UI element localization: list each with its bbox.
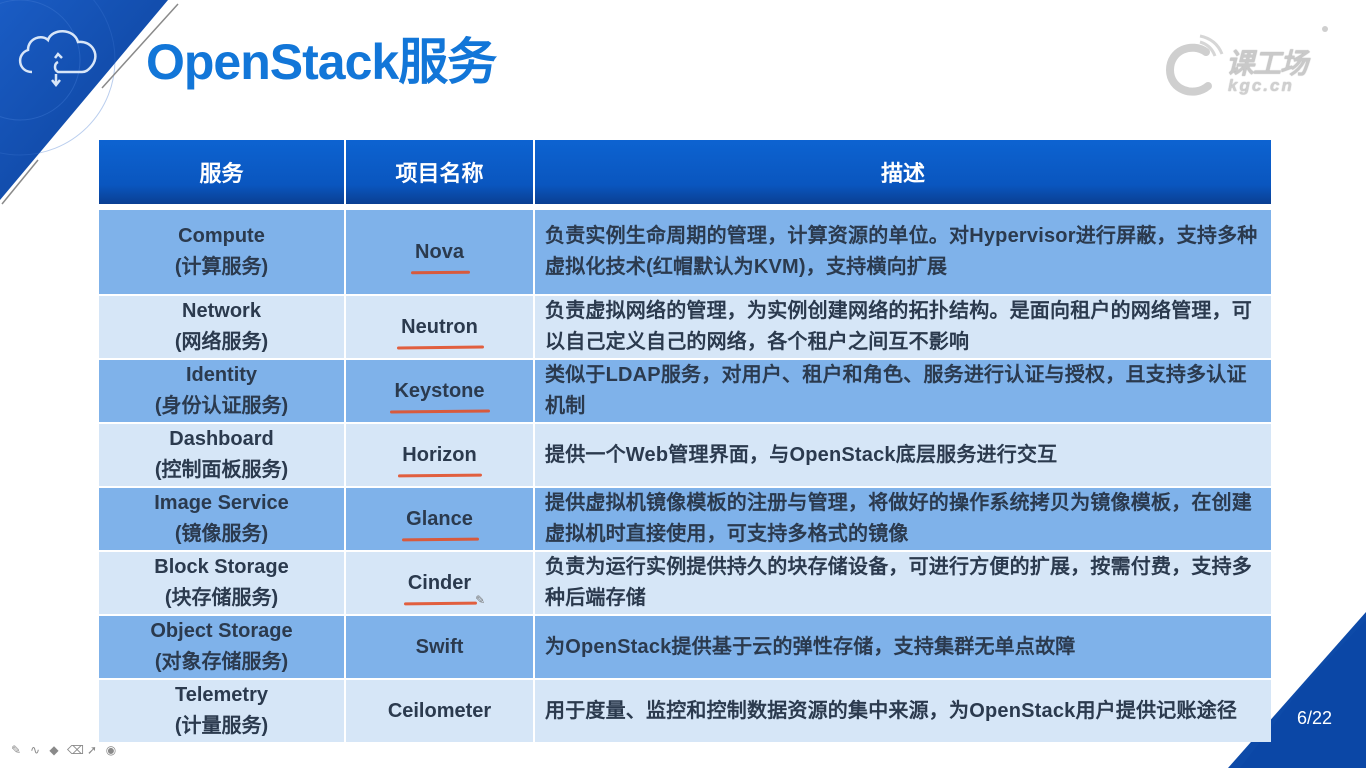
description-cell: 提供虚拟机镜像模板的注册与管理，将做好的操作系统拷贝为镜像模板，在创建虚拟机时直… — [535, 488, 1271, 550]
service-cell: Compute(计算服务) — [99, 210, 344, 294]
description-cell: 负责虚拟网络的管理，为实例创建网络的拓扑结构。是面向租户的网络管理，可以自己定义… — [535, 296, 1271, 358]
curve-icon[interactable]: ∿ — [29, 743, 41, 757]
eraser-icon[interactable]: ⌫ — [67, 743, 84, 757]
services-table: 服务 项目名称 描述 Compute(计算服务) Nova 负责实例生命周期的管… — [97, 138, 1273, 744]
annotation-underline — [411, 270, 470, 274]
record-icon[interactable]: ◉ — [105, 743, 117, 757]
service-cell: Dashboard(控制面板服务) — [99, 424, 344, 486]
service-cell: Telemetry(计量服务) — [99, 680, 344, 742]
project-cell: Keystone — [346, 360, 533, 422]
service-cell: Identity(身份认证服务) — [99, 360, 344, 422]
annotation-underline — [397, 345, 484, 349]
project-cell: Horizon — [346, 424, 533, 486]
service-cell: Network(网络服务) — [99, 296, 344, 358]
project-cell: Neutron — [346, 296, 533, 358]
annotation-underline — [403, 601, 478, 605]
table-row: Block Storage(块存储服务) Cinder✎ 负责为运行实例提供持久… — [99, 552, 1271, 614]
annotation-toolbar: ✎ ∿ ◆ ⌫ ➚ ◉ — [10, 744, 117, 756]
kgc-logo: 课工场 kgc.cn — [1162, 24, 1332, 104]
description-cell: 负责为运行实例提供持久的块存储设备，可进行方便的扩展，按需付费，支持多种后端存储 — [535, 552, 1271, 614]
table-row: Network(网络服务) Neutron 负责虚拟网络的管理，为实例创建网络的… — [99, 296, 1271, 358]
project-cell: Glance — [346, 488, 533, 550]
table-row: Dashboard(控制面板服务) Horizon 提供一个Web管理界面，与O… — [99, 424, 1271, 486]
table-row: Image Service(镜像服务) Glance 提供虚拟机镜像模板的注册与… — [99, 488, 1271, 550]
table-row: Identity(身份认证服务) Keystone 类似于LDAP服务，对用户、… — [99, 360, 1271, 422]
logo-text-en: kgc.cn — [1228, 76, 1294, 95]
header-project-name: 项目名称 — [346, 140, 533, 208]
description-cell: 用于度量、监控和控制数据资源的集中来源，为OpenStack用户提供记账途径 — [535, 680, 1271, 742]
logo-c-signal-icon — [1165, 34, 1224, 96]
header-service: 服务 — [99, 140, 344, 208]
cloud-sync-icon — [19, 30, 97, 88]
description-cell: 提供一个Web管理界面，与OpenStack底层服务进行交互 — [535, 424, 1271, 486]
service-cell: Image Service(镜像服务) — [99, 488, 344, 550]
annotation-underline — [398, 473, 483, 477]
description-cell: 负责实例生命周期的管理，计算资源的单位。对Hypervisor进行屏蔽，支持多种… — [535, 210, 1271, 294]
highlighter-icon[interactable]: ◆ — [49, 743, 59, 757]
description-cell: 类似于LDAP服务，对用户、租户和角色、服务进行认证与授权，且支持多认证机制 — [535, 360, 1271, 422]
project-cell: Nova — [346, 210, 533, 294]
annotation-underline — [402, 537, 479, 541]
annotation-underline — [390, 408, 491, 414]
project-cell: Cinder✎ — [346, 552, 533, 614]
service-cell: Object Storage(对象存储服务) — [99, 616, 344, 678]
logo-text-cn: 课工场 — [1226, 48, 1308, 79]
pen-cursor-icon: ✎ — [475, 592, 486, 607]
pen-icon[interactable]: ✎ — [10, 743, 22, 757]
registered-mark-icon — [1322, 26, 1328, 32]
slide-title: OpenStack服务 — [146, 34, 497, 90]
description-cell: 为OpenStack提供基于云的弹性存储，支持集群无单点故障 — [535, 616, 1271, 678]
project-cell: Ceilometer — [346, 680, 533, 742]
table-header-row: 服务 项目名称 描述 — [99, 140, 1271, 208]
service-cell: Block Storage(块存储服务) — [99, 552, 344, 614]
table-row: Object Storage(对象存储服务) Swift 为OpenStack提… — [99, 616, 1271, 678]
header-description: 描述 — [535, 140, 1271, 208]
page-number: 6/22 — [1297, 708, 1333, 728]
table-row: Telemetry(计量服务) Ceilometer 用于度量、监控和控制数据资… — [99, 680, 1271, 742]
pointer-icon[interactable]: ➚ — [86, 743, 98, 757]
project-cell: Swift — [346, 616, 533, 678]
table-row: Compute(计算服务) Nova 负责实例生命周期的管理，计算资源的单位。对… — [99, 210, 1271, 294]
